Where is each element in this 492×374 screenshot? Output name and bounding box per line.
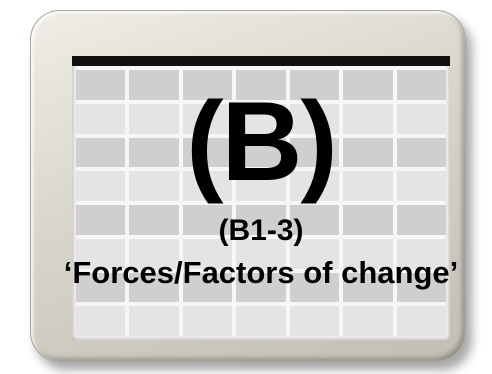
calendar-cell bbox=[76, 103, 126, 134]
calendar-cell bbox=[343, 103, 393, 134]
calendar-cell bbox=[236, 272, 286, 303]
calendar-cell bbox=[76, 137, 126, 168]
calendar-cell bbox=[289, 205, 340, 235]
calendar-cell bbox=[343, 272, 393, 303]
calendar-cell bbox=[289, 103, 340, 134]
calendar-cell bbox=[236, 137, 286, 168]
calendar-cell bbox=[343, 306, 393, 336]
calendar-cell bbox=[289, 238, 340, 269]
calendar-cell bbox=[343, 171, 393, 201]
calendar-cell bbox=[182, 272, 233, 303]
calendar-cell bbox=[182, 70, 233, 100]
calendar-cell bbox=[182, 205, 233, 235]
calendar-cell bbox=[182, 103, 233, 134]
calendar-cell bbox=[236, 103, 286, 134]
calendar-cell bbox=[396, 238, 446, 269]
calendar-cell bbox=[289, 171, 340, 201]
calendar-cell bbox=[396, 171, 446, 201]
calendar-cell bbox=[76, 70, 126, 100]
calendar-cell bbox=[182, 171, 233, 201]
calendar-cell bbox=[182, 238, 233, 269]
calendar-cell bbox=[396, 306, 446, 336]
calendar-cell bbox=[289, 70, 340, 100]
calendar-cell bbox=[289, 306, 340, 336]
calendar-cell bbox=[396, 70, 446, 100]
calendar-cell bbox=[396, 205, 446, 235]
panel-label: (B) (B1-3) ‘Forces/Factors of change’ bbox=[64, 56, 459, 340]
calendar-cell bbox=[129, 103, 179, 134]
calendar-screen bbox=[72, 56, 450, 340]
calendar-cell bbox=[236, 306, 286, 336]
calendar-cell bbox=[343, 137, 393, 168]
panel-subtitle: ‘Forces/Factors of change’ bbox=[63, 255, 459, 290]
calendar-cell bbox=[236, 70, 286, 100]
calendar-cell bbox=[236, 238, 286, 269]
calendar-cell bbox=[129, 70, 179, 100]
calendar-cell bbox=[76, 205, 126, 235]
calendar-cell bbox=[129, 137, 179, 168]
calendar-cell bbox=[343, 238, 393, 269]
calendar-cell bbox=[182, 137, 233, 168]
calendar-cell bbox=[396, 272, 446, 303]
calendar-cell bbox=[343, 205, 393, 235]
calendar-cell bbox=[289, 137, 340, 168]
calendar-cell bbox=[129, 272, 179, 303]
calendar-cell bbox=[129, 205, 179, 235]
calendar-grid bbox=[72, 66, 450, 340]
calendar-cell bbox=[76, 306, 126, 336]
panel-heading: (B) bbox=[186, 79, 337, 204]
calendar-cell bbox=[289, 272, 340, 303]
calendar-cell bbox=[76, 171, 126, 201]
calendar-cell bbox=[182, 306, 233, 336]
calendar-cell bbox=[129, 171, 179, 201]
calendar-cell bbox=[76, 272, 126, 303]
calendar-cell bbox=[236, 171, 286, 201]
calendar-cell bbox=[236, 205, 286, 235]
calendar-cell bbox=[396, 137, 446, 168]
calendar-cell bbox=[76, 238, 126, 269]
calendar-cell bbox=[343, 70, 393, 100]
calendar-cell bbox=[396, 103, 446, 134]
panel-code: (B1-3) bbox=[218, 214, 304, 247]
calendar-cell bbox=[129, 306, 179, 336]
calendar-header-bar bbox=[72, 56, 450, 66]
calendar-cell bbox=[129, 238, 179, 269]
